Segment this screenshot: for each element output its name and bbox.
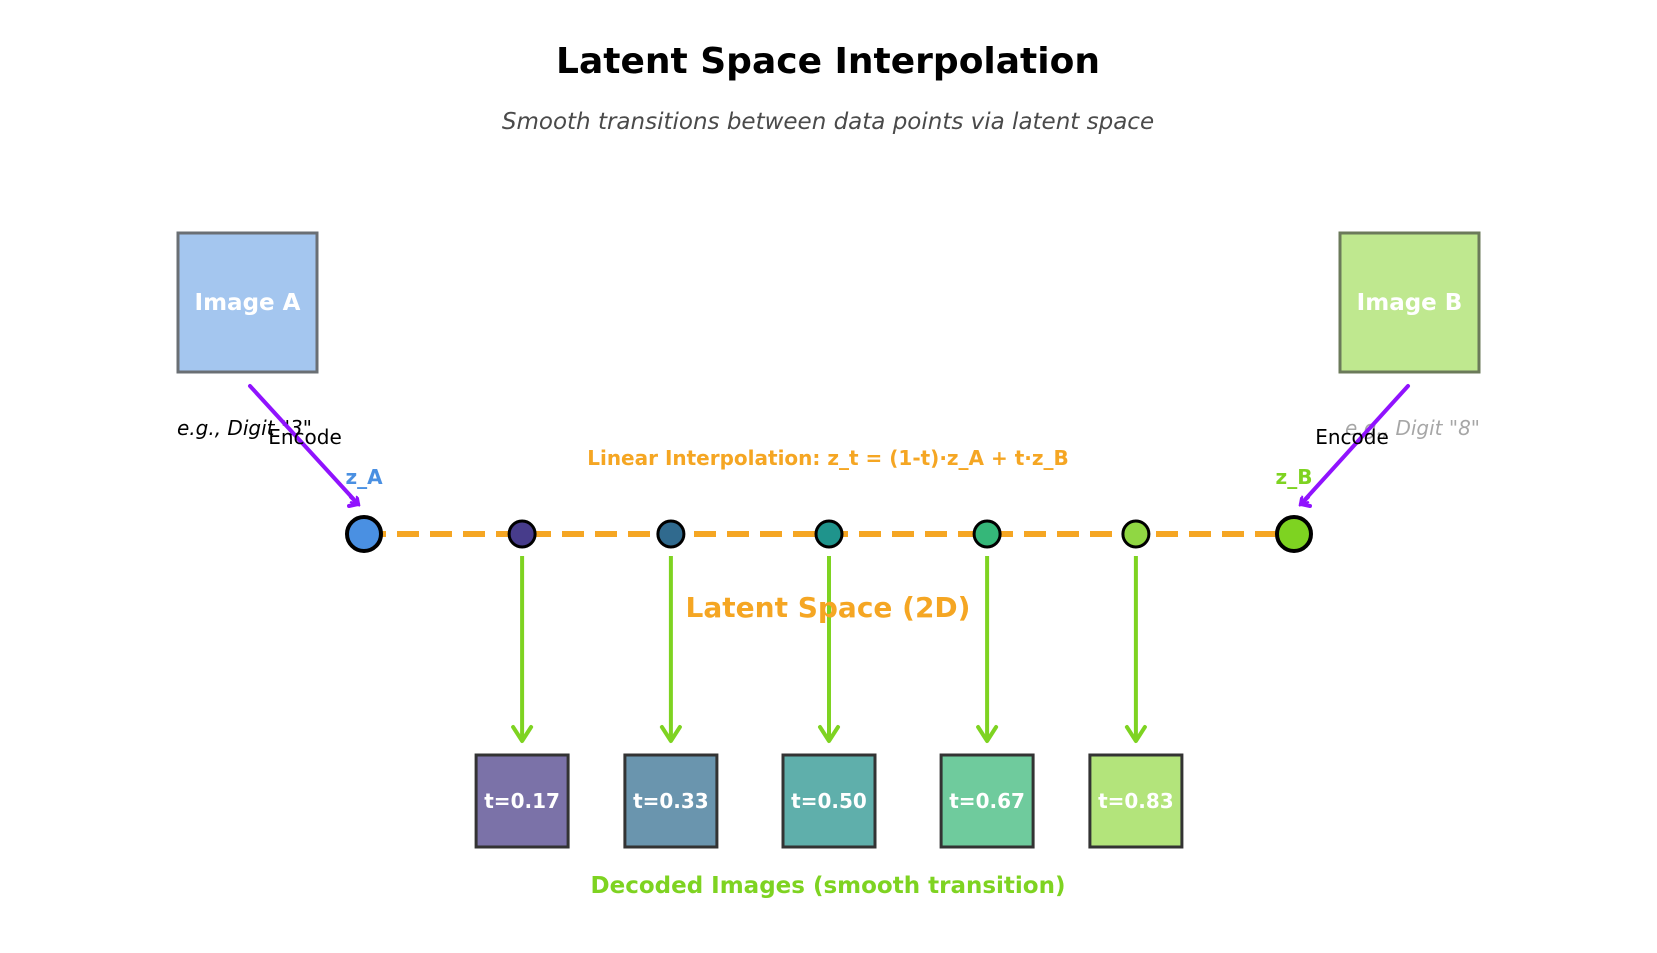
decoded-image-label: t=0.50 <box>791 789 867 813</box>
encode-arrowhead-b <box>1299 495 1312 508</box>
interpolation-formula: Linear Interpolation: z_t = (1-t)·z_A + … <box>587 446 1069 470</box>
z-b-label: z_B <box>1276 465 1313 489</box>
decoded-image-box <box>623 753 719 849</box>
image-a-box: Image A <box>176 231 319 374</box>
z-b-point <box>1275 515 1313 553</box>
decode-arrowhead <box>976 725 999 743</box>
interpolation-point <box>656 519 686 549</box>
z-a-label: z_A <box>345 465 383 489</box>
decoded-images-label: Decoded Images (smooth transition) <box>591 873 1066 899</box>
encode-arrow-a <box>248 384 358 504</box>
decoded-image-box <box>1088 753 1184 849</box>
decoded-image-label: t=0.33 <box>633 789 709 813</box>
encode-label-a: Encode <box>268 425 342 449</box>
image-b-label: Image B <box>1357 290 1463 316</box>
page-subtitle: Smooth transitions between data points v… <box>502 109 1154 135</box>
image-a-label: Image A <box>195 290 301 316</box>
decoded-image-box <box>474 753 570 849</box>
decode-arrowhead <box>818 725 840 743</box>
image-b-box: Image B <box>1338 231 1481 374</box>
decoded-image-label: t=0.67 <box>949 789 1025 813</box>
decode-arrowhead <box>659 725 682 743</box>
interpolation-point <box>1121 519 1151 549</box>
interpolation-point <box>972 519 1002 549</box>
encode-arrow-b <box>1301 384 1410 504</box>
latent-space-label: Latent Space (2D) <box>686 591 971 624</box>
interpolation-steps: t=0.17 t=0.33 t=0.50 t=0.67 t=0.83 <box>474 519 1184 849</box>
interpolation-point <box>507 519 537 549</box>
page-title: Latent Space Interpolation <box>556 41 1100 82</box>
decoded-image-label: t=0.83 <box>1098 789 1174 813</box>
decoded-image-box <box>939 753 1035 849</box>
z-a-point <box>345 515 383 553</box>
decode-arrowhead <box>511 725 534 743</box>
interpolation-point <box>814 519 844 549</box>
encode-label-b: Encode <box>1315 425 1389 449</box>
decoded-image-box <box>781 753 877 849</box>
encode-arrowhead-a <box>347 495 360 508</box>
decoded-image-label: t=0.17 <box>484 789 560 813</box>
decode-arrowhead <box>1124 725 1147 743</box>
